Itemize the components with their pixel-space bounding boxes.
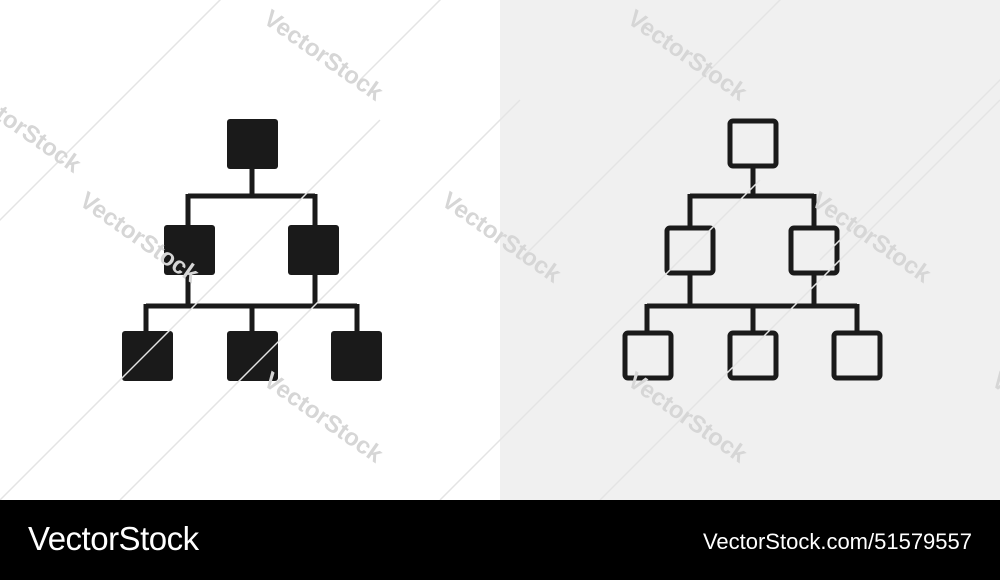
node-level2-left xyxy=(664,225,716,276)
brand-logo-text: VectorStock xyxy=(28,520,199,557)
hierarchy-solid-icon xyxy=(122,119,382,381)
footer-bar: VectorStock VectorStock.com/51579557 xyxy=(0,500,1000,580)
node-level3-right xyxy=(831,330,883,381)
node-root xyxy=(227,119,278,169)
node-level3-right xyxy=(331,331,382,381)
node-level2-right xyxy=(788,225,840,276)
connector-lines xyxy=(644,166,860,334)
hierarchy-outline-icon xyxy=(622,118,883,381)
node-level2-right xyxy=(288,225,339,275)
solid-icon-panel xyxy=(0,0,500,500)
node-level2-left xyxy=(164,225,215,275)
node-level3-middle xyxy=(727,330,779,381)
node-level3-left xyxy=(622,330,674,381)
image-id-label: VectorStock.com/51579557 xyxy=(702,529,972,554)
node-level3-left xyxy=(122,331,173,381)
node-level3-middle xyxy=(227,331,278,381)
node-root xyxy=(727,118,779,169)
outline-icon-panel xyxy=(500,0,1000,500)
